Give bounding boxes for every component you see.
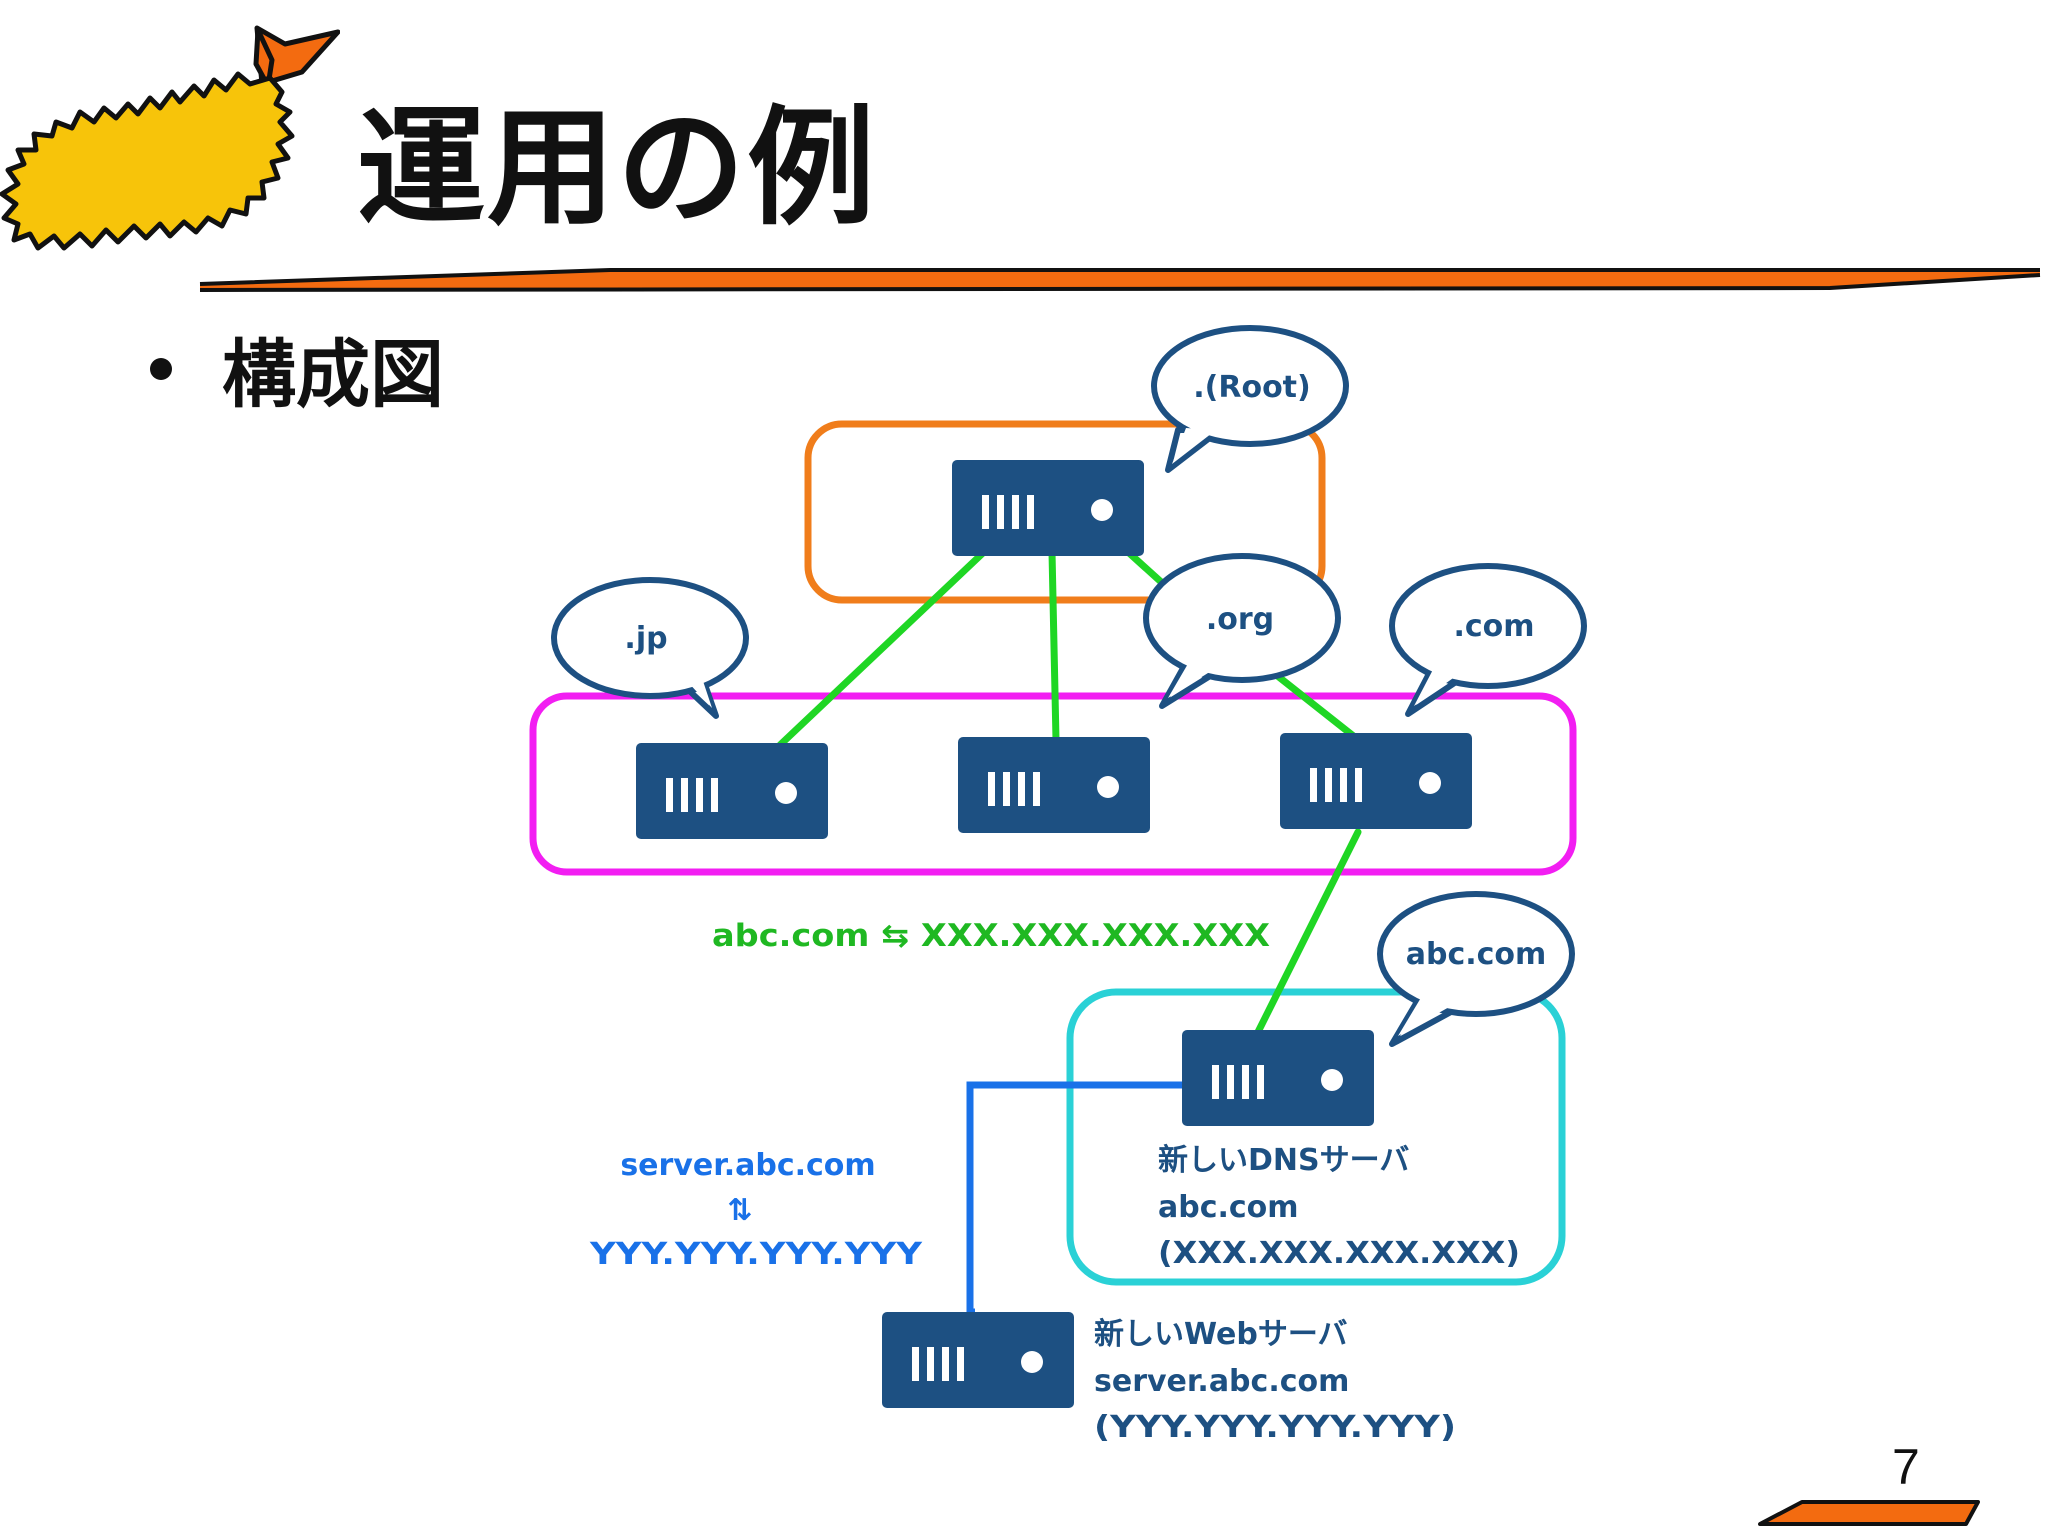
dns-caption-line1: 新しいDNSサーバ xyxy=(1158,1143,1409,1178)
dns-caption-line3: (XXX.XXX.XXX.XXX) xyxy=(1158,1236,1520,1271)
page-number: 7 xyxy=(1892,1439,1920,1495)
link-org-com xyxy=(1266,666,1360,742)
com-server xyxy=(1280,733,1472,829)
dns-server xyxy=(1182,1030,1374,1126)
web-caption-line3: (YYY.YYY.YYY.YYY) xyxy=(1094,1410,1456,1445)
web-caption-line2: server.abc.com xyxy=(1094,1364,1349,1399)
bubble-jp xyxy=(551,577,749,719)
web-caption-line1: 新しいWebサーバ xyxy=(1094,1317,1348,1352)
org-server xyxy=(958,737,1150,833)
shrimp-tempura-logo xyxy=(0,25,340,251)
root-server xyxy=(952,460,1144,556)
dns-caption-line2: abc.com xyxy=(1158,1190,1299,1225)
link-root-jp xyxy=(776,548,988,749)
bubble-jp-label: .jp xyxy=(624,621,667,656)
bubble-abc-label: abc.com xyxy=(1406,937,1547,972)
link-root-org xyxy=(1048,548,1060,744)
bubble-org xyxy=(1143,553,1341,709)
root-zone-box xyxy=(804,420,1326,604)
link-com-abc xyxy=(1254,828,1362,1036)
green-mapping-label: abc.com ⇆ XXX.XXX.XXX.XXX xyxy=(712,918,1270,954)
bullet-text: 構成図 xyxy=(222,332,444,418)
bubble-com-label: .com xyxy=(1453,609,1534,644)
bubble-abc xyxy=(1377,891,1575,1047)
blue-link xyxy=(966,1081,1182,1316)
title-underline xyxy=(199,268,2041,292)
jp-server xyxy=(636,743,828,839)
bubble-com xyxy=(1389,563,1587,717)
bullet-dot xyxy=(150,358,172,380)
blue-mapping-arrow: ⇅ xyxy=(727,1193,752,1228)
page-number-plate xyxy=(1758,1500,1980,1526)
bubble-root xyxy=(1151,325,1349,473)
bubble-root-label: .(Root) xyxy=(1193,370,1310,405)
slide-title: 運用の例 xyxy=(357,94,878,243)
bubble-org-label: .org xyxy=(1206,602,1274,637)
abc-zone-box xyxy=(1066,988,1566,1286)
blue-mapping-name: server.abc.com xyxy=(620,1148,875,1183)
blue-mapping-ip: YYY.YYY.YYY.YYY xyxy=(589,1237,924,1272)
web-server xyxy=(882,1312,1074,1408)
